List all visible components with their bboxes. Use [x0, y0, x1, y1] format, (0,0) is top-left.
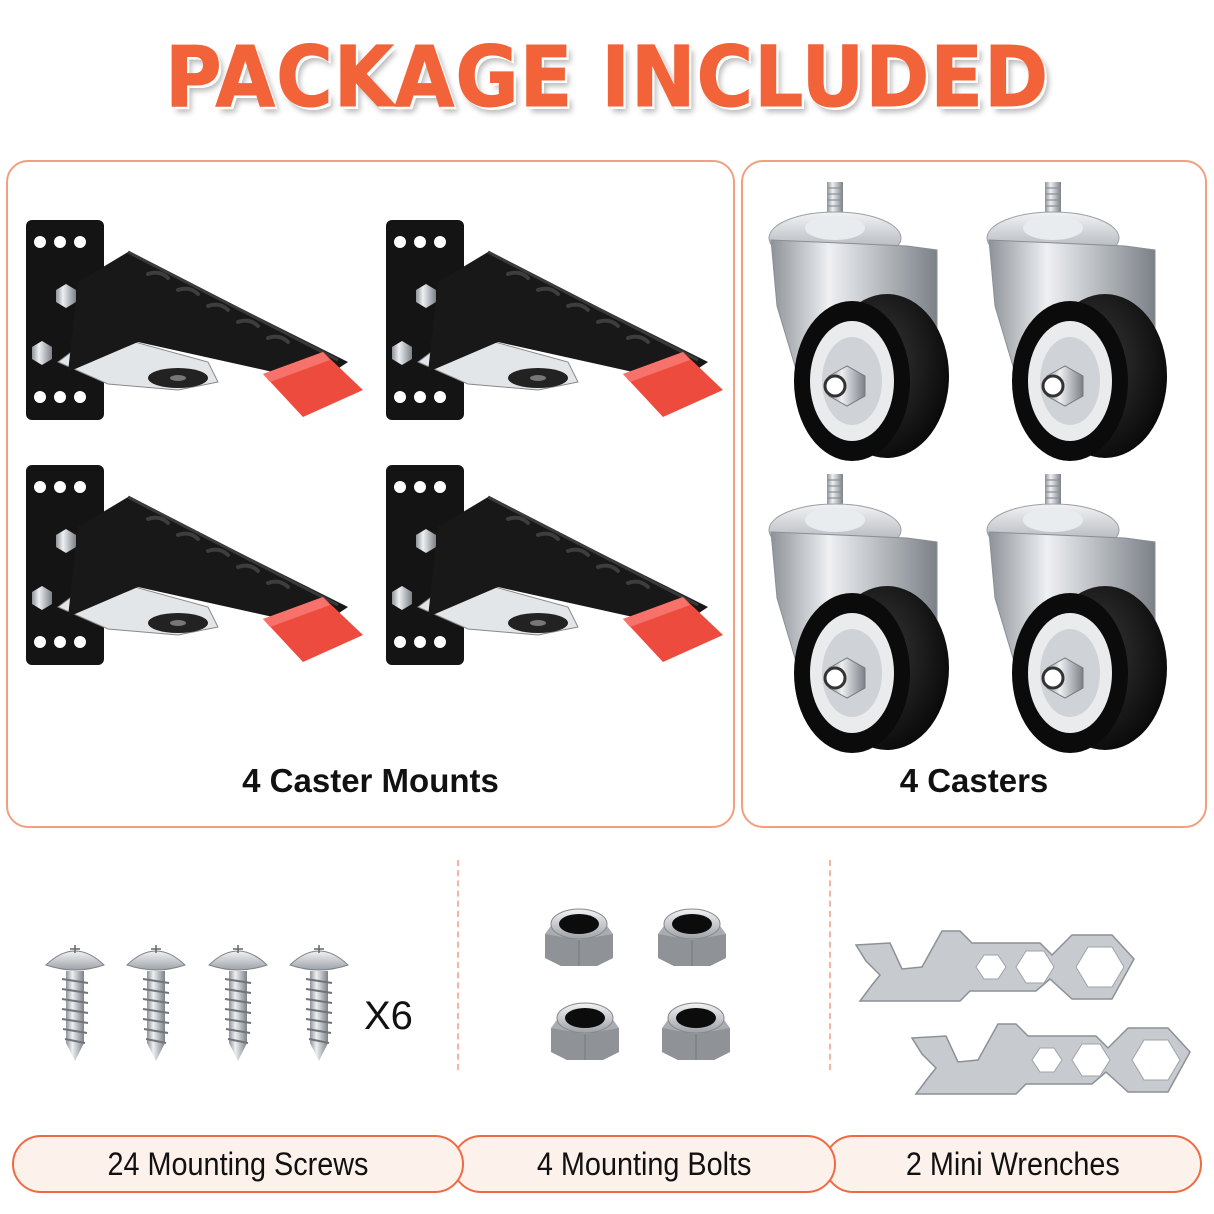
- casters-label: 4 Casters: [899, 762, 1049, 799]
- screw-icon: [208, 944, 268, 1062]
- label-mini-wrenches: 2 Mini Wrenches: [824, 1135, 1202, 1193]
- section-divider: [457, 860, 459, 1070]
- screw-icon: [45, 944, 105, 1062]
- wrench-icon: [911, 1023, 1191, 1095]
- label-mounting-bolts: 4 Mounting Bolts: [452, 1135, 836, 1193]
- caster-mount-icon: [384, 218, 725, 422]
- caster-wheel-icon: [985, 472, 1169, 755]
- lock-nut-icon: [550, 1002, 620, 1061]
- caster-mount-icon: [24, 218, 365, 422]
- screw-icon: [289, 944, 349, 1062]
- caster-wheel-icon: [767, 180, 951, 463]
- lock-nut-icon: [661, 1002, 731, 1061]
- section-divider: [829, 860, 831, 1070]
- caster-mounts-label: 4 Caster Mounts: [242, 762, 499, 799]
- caster-mounts-panel: 4 Caster Mounts: [6, 160, 735, 828]
- caster-wheel-icon: [767, 472, 951, 755]
- screw-icon: [126, 944, 186, 1062]
- screw-multiplier: X6: [364, 994, 413, 1038]
- caster-wheel-icon: [985, 180, 1169, 463]
- lock-nut-icon: [544, 908, 614, 967]
- wrench-icon: [855, 930, 1135, 1002]
- item-labels-bar: 24 Mounting Screws 4 Mounting Bolts 2 Mi…: [12, 1135, 1202, 1195]
- casters-panel: 4 Casters: [741, 160, 1207, 828]
- lock-nut-icon: [657, 908, 727, 967]
- caster-mount-icon: [384, 463, 725, 667]
- page-title: PACKAGE INCLUDED: [164, 28, 1050, 127]
- caster-mount-icon: [24, 463, 365, 667]
- label-mounting-screws: 24 Mounting Screws: [12, 1135, 464, 1193]
